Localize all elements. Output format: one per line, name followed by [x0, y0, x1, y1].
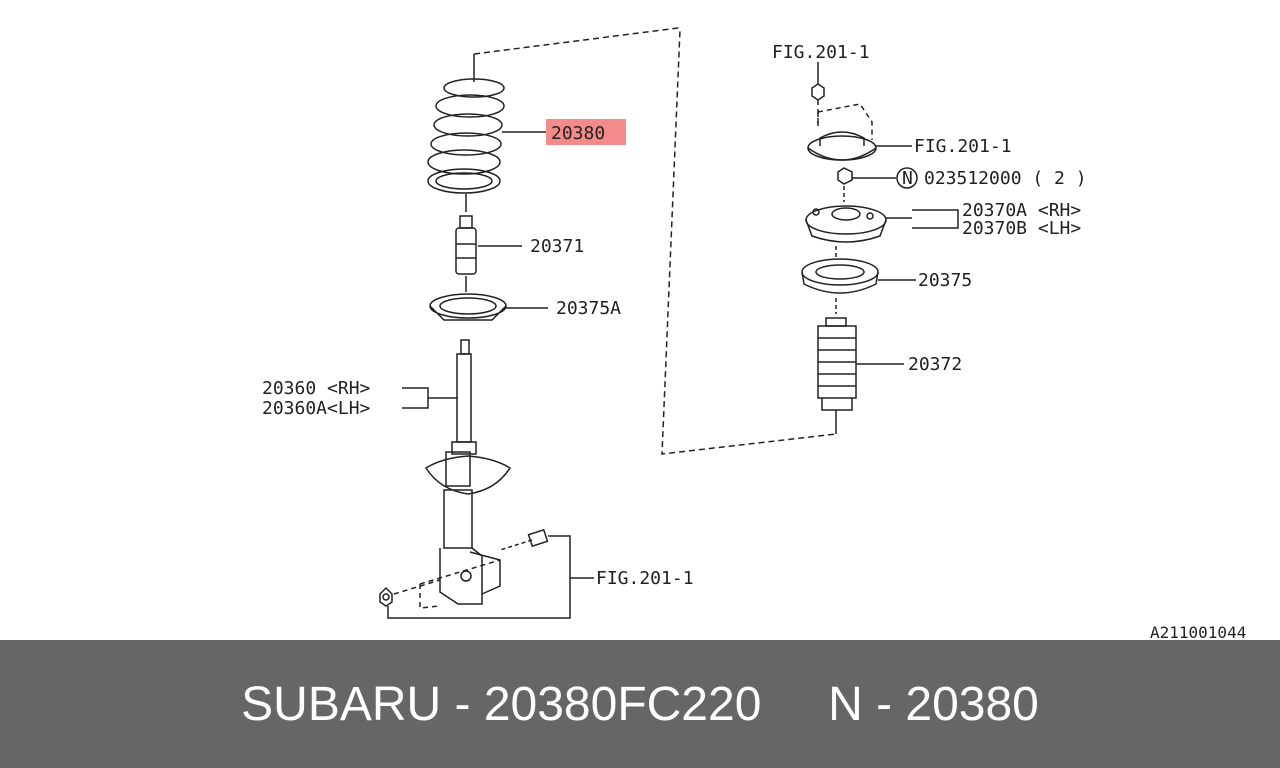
label-20360a-lh[interactable]: 20360A<LH>: [262, 398, 371, 419]
bolt: [499, 528, 549, 551]
spring-seat: [429, 293, 507, 321]
label-fig-bottom[interactable]: FIG.201-1: [596, 568, 694, 589]
label-20360-rh[interactable]: 20360 <RH>: [262, 378, 371, 399]
nut-code-letter: N: [902, 168, 913, 189]
label-20380[interactable]: 20380: [551, 123, 605, 144]
exploded-parts-diagram: 20380 20371 20375A 20360 <RH> 20360A<LH>…: [262, 27, 1246, 640]
label-023512000[interactable]: 023512000 ( 2 ): [924, 168, 1087, 189]
dashed-assembly-line: [473, 27, 837, 455]
nut: [379, 579, 441, 607]
label-fig-top[interactable]: FIG.201-1: [772, 42, 870, 63]
footer-title: SUBARU - 20380FC220 N - 20380: [241, 677, 1039, 731]
mount-cover: [807, 103, 877, 161]
label-20371[interactable]: 20371: [530, 236, 584, 257]
label-20370b-lh[interactable]: 20370B <LH>: [962, 218, 1081, 239]
label-20370a-rh[interactable]: 20370A <RH>: [962, 200, 1081, 221]
image-code: A211001044: [1150, 623, 1246, 640]
label-20375[interactable]: 20375: [918, 270, 972, 291]
label-20372[interactable]: 20372: [908, 354, 962, 375]
upper-spring-seat: [801, 258, 879, 294]
label-20375a[interactable]: 20375A: [556, 298, 621, 319]
flange-nut: [837, 167, 853, 185]
dust-boot: [817, 317, 857, 411]
footer-bar: SUBARU - 20380FC220 N - 20380: [0, 640, 1280, 768]
strut-mount: [805, 205, 887, 243]
highlight-box: [546, 119, 626, 145]
label-fig-mid[interactable]: FIG.201-1: [914, 136, 1012, 157]
top-nut: [811, 83, 825, 101]
bump-stopper: [455, 215, 477, 275]
coil-spring: [427, 78, 505, 194]
strut-assembly: [419, 339, 512, 609]
